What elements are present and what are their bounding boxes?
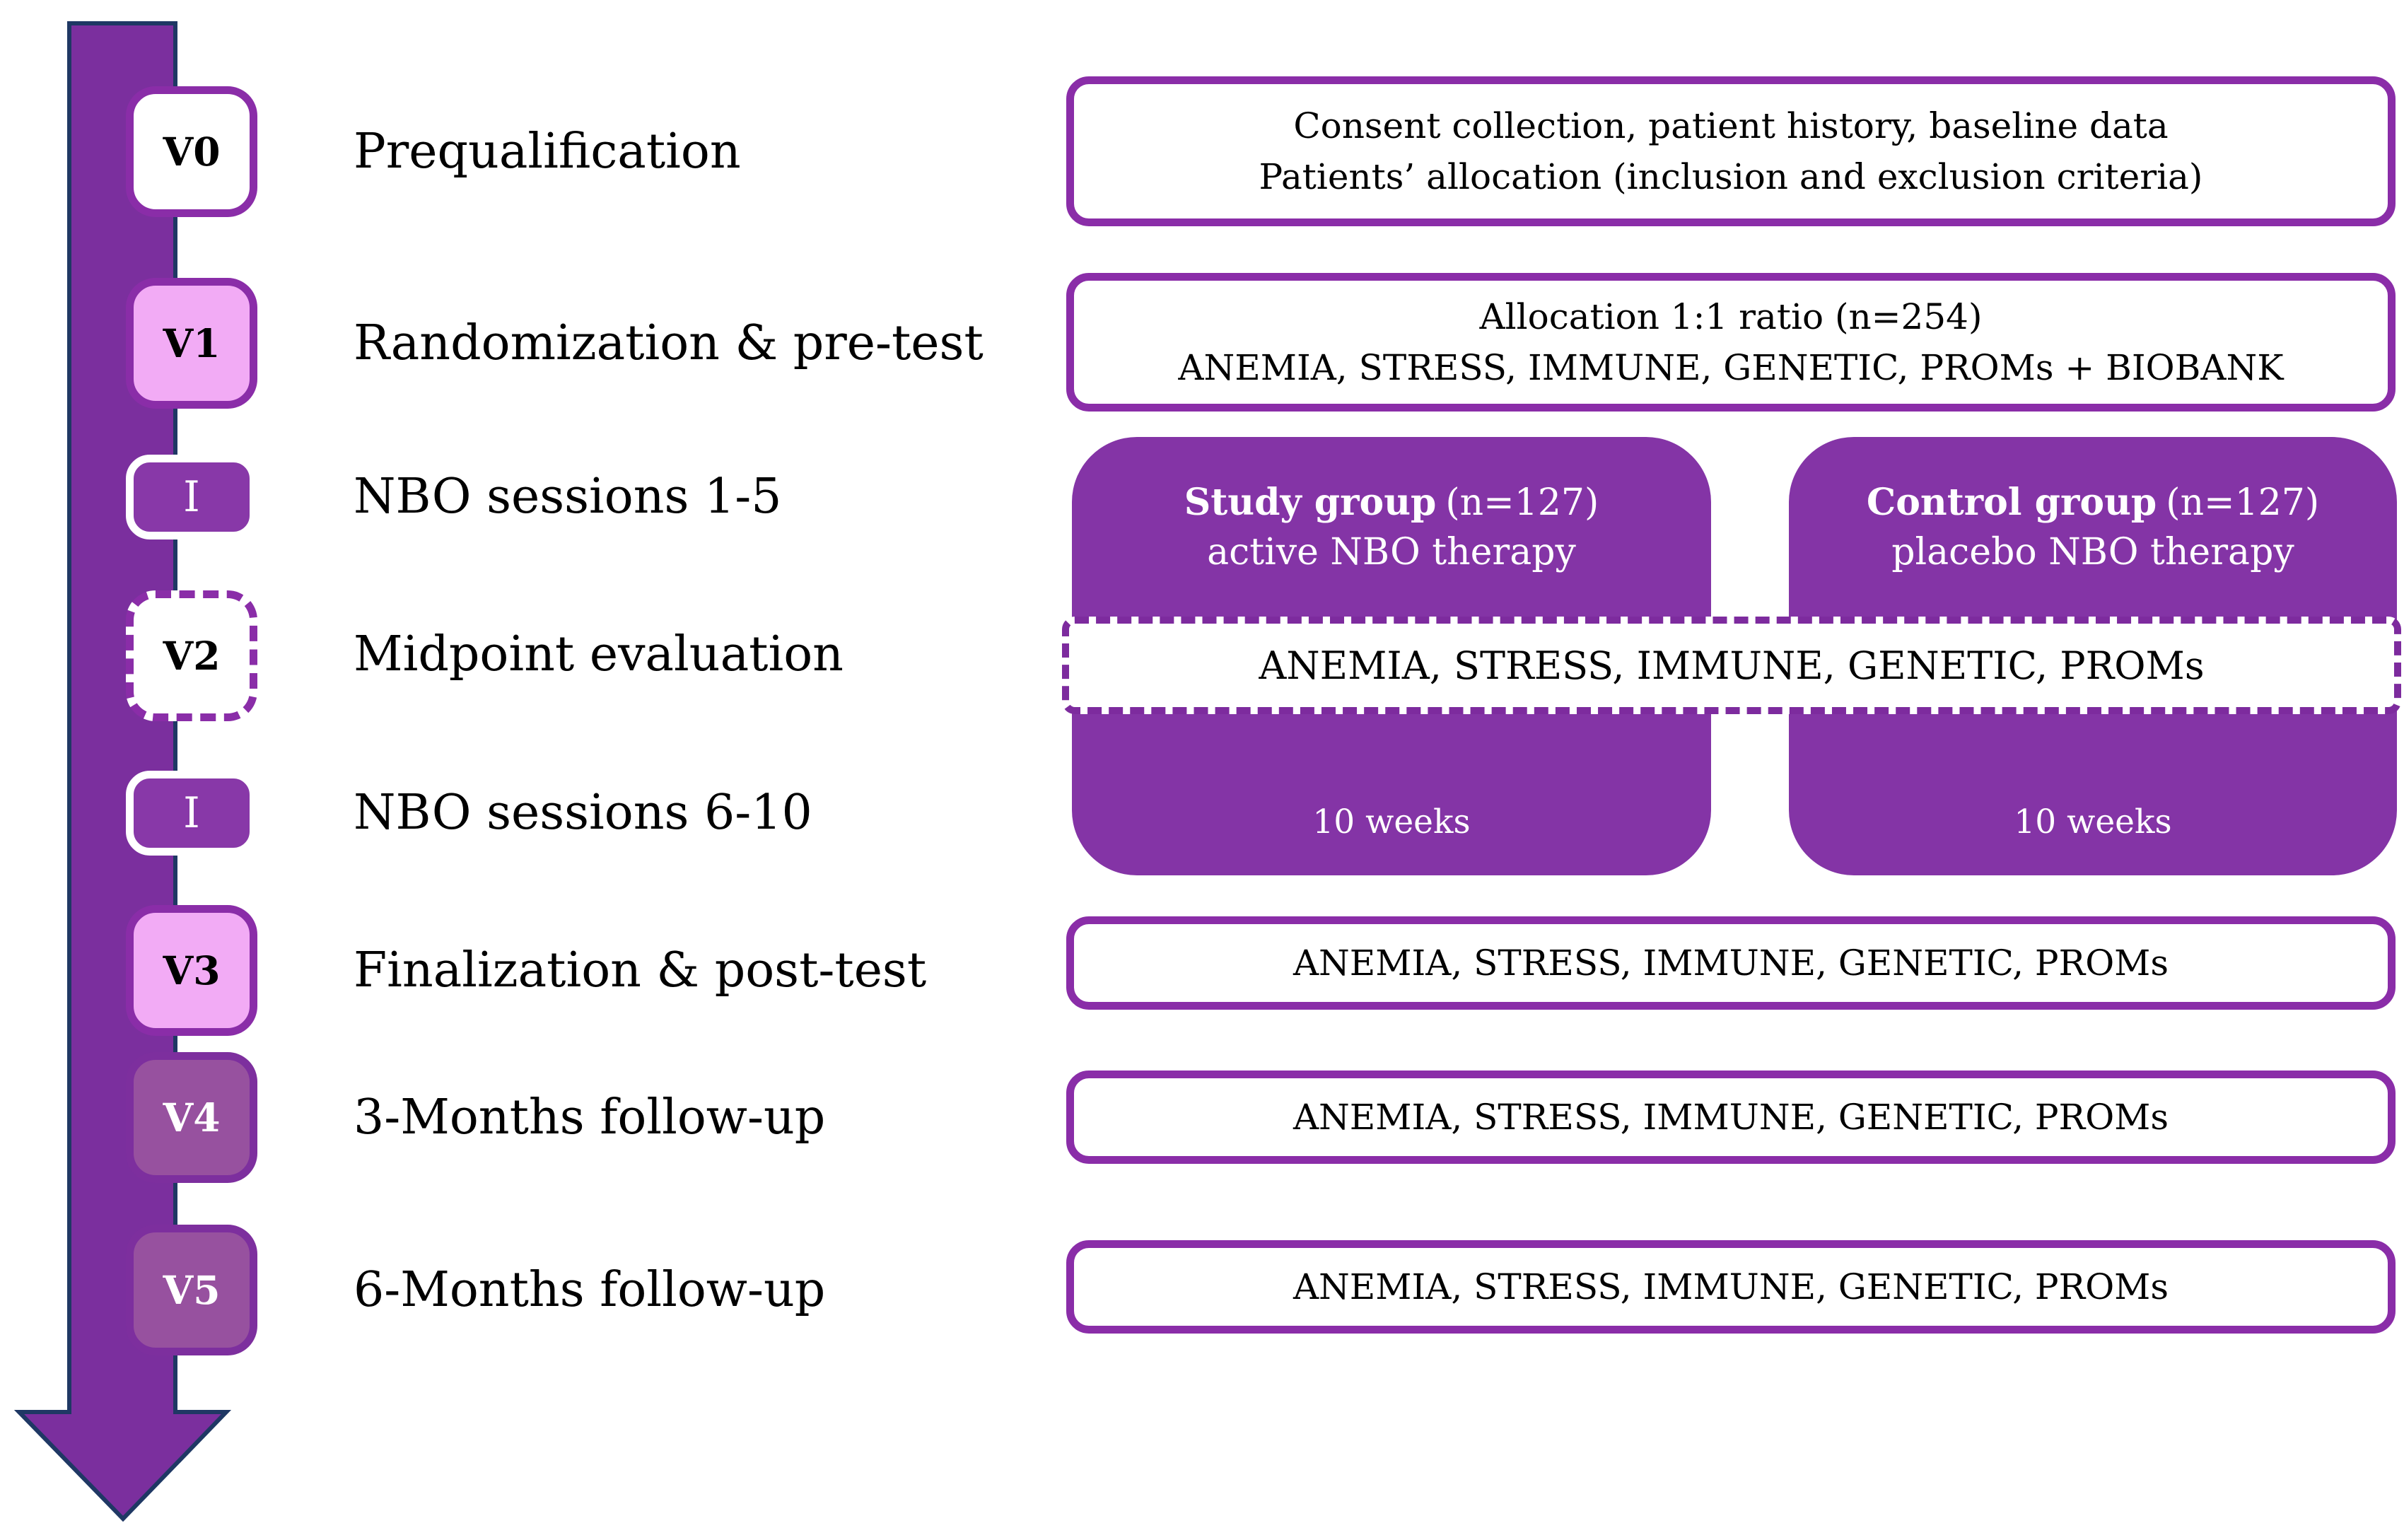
randomization-box-line1: Allocation 1:1 ratio (n=254): [1479, 296, 1983, 337]
stage-label-finalization: Finalization & post-test: [354, 943, 927, 998]
badge-v1-label: V1: [163, 320, 221, 366]
badge-v3-label: V3: [163, 947, 221, 993]
prequalification-box: Consent collection, patient history, bas…: [1066, 76, 2396, 226]
stage-label-prequalification: Prequalification: [354, 124, 741, 180]
control-group-title: Control group(n=127): [1789, 478, 2397, 527]
badge-intervention-2: I: [126, 771, 257, 856]
randomization-box-line2: ANEMIA, STRESS, IMMUNE, GENETIC, PROMs +…: [1178, 347, 2284, 388]
control-group-title-name: Control group: [1866, 481, 2157, 524]
followup-3-months-box-text: ANEMIA, STRESS, IMMUNE, GENETIC, PROMs: [1293, 1096, 2169, 1138]
stage-label-3-months-followup: 3-Months follow-up: [354, 1090, 826, 1145]
badge-v2-label: V2: [163, 633, 221, 679]
badge-v4-label: V4: [163, 1095, 221, 1141]
followup-6-months-box: ANEMIA, STRESS, IMMUNE, GENETIC, PROMs: [1066, 1240, 2396, 1334]
posttest-box: ANEMIA, STRESS, IMMUNE, GENETIC, PROMs: [1066, 916, 2396, 1010]
badge-v1: V1: [126, 278, 257, 409]
badge-v3: V3: [126, 905, 257, 1036]
badge-intervention-1-label: I: [183, 472, 200, 522]
followup-6-months-box-text: ANEMIA, STRESS, IMMUNE, GENETIC, PROMs: [1293, 1266, 2169, 1307]
badge-v5: V5: [126, 1225, 257, 1355]
stage-label-randomization: Randomization & pre-test: [354, 315, 984, 371]
study-group-subtitle: active NBO therapy: [1207, 531, 1576, 574]
stage-label-nbo-sessions-1-5: NBO sessions 1-5: [354, 469, 782, 525]
randomization-box: Allocation 1:1 ratio (n=254) ANEMIA, STR…: [1066, 273, 2396, 412]
study-group-title-name: Study group: [1184, 481, 1437, 524]
study-group-duration: 10 weeks: [1312, 803, 1471, 841]
prequalification-box-line1: Consent collection, patient history, bas…: [1293, 105, 2169, 146]
midpoint-evaluation-band: ANEMIA, STRESS, IMMUNE, GENETIC, PROMs: [1062, 617, 2401, 714]
badge-v5-label: V5: [163, 1267, 221, 1313]
badge-v0: V0: [126, 86, 257, 217]
badge-v4: V4: [126, 1052, 257, 1183]
control-group-duration: 10 weeks: [2014, 803, 2172, 841]
study-group-title-n: (n=127): [1445, 482, 1599, 524]
control-group-title-n: (n=127): [2166, 482, 2320, 524]
badge-intervention-2-label: I: [183, 788, 200, 838]
stage-label-nbo-sessions-6-10: NBO sessions 6-10: [354, 785, 812, 841]
badge-intervention-1: I: [126, 455, 257, 539]
badge-v2: V2: [126, 590, 257, 721]
control-group-subtitle: placebo NBO therapy: [1891, 531, 2294, 574]
prequalification-box-line2: Patients’ allocation (inclusion and excl…: [1259, 156, 2203, 197]
midpoint-evaluation-band-text: ANEMIA, STRESS, IMMUNE, GENETIC, PROMs: [1259, 643, 2205, 688]
posttest-box-text: ANEMIA, STRESS, IMMUNE, GENETIC, PROMs: [1293, 942, 2169, 984]
study-group-title: Study group(n=127): [1072, 478, 1711, 527]
stage-label-6-months-followup: 6-Months follow-up: [354, 1262, 826, 1318]
badge-v0-label: V0: [163, 129, 221, 175]
stage-label-midpoint-evaluation: Midpoint evaluation: [354, 626, 844, 682]
followup-3-months-box: ANEMIA, STRESS, IMMUNE, GENETIC, PROMs: [1066, 1071, 2396, 1164]
